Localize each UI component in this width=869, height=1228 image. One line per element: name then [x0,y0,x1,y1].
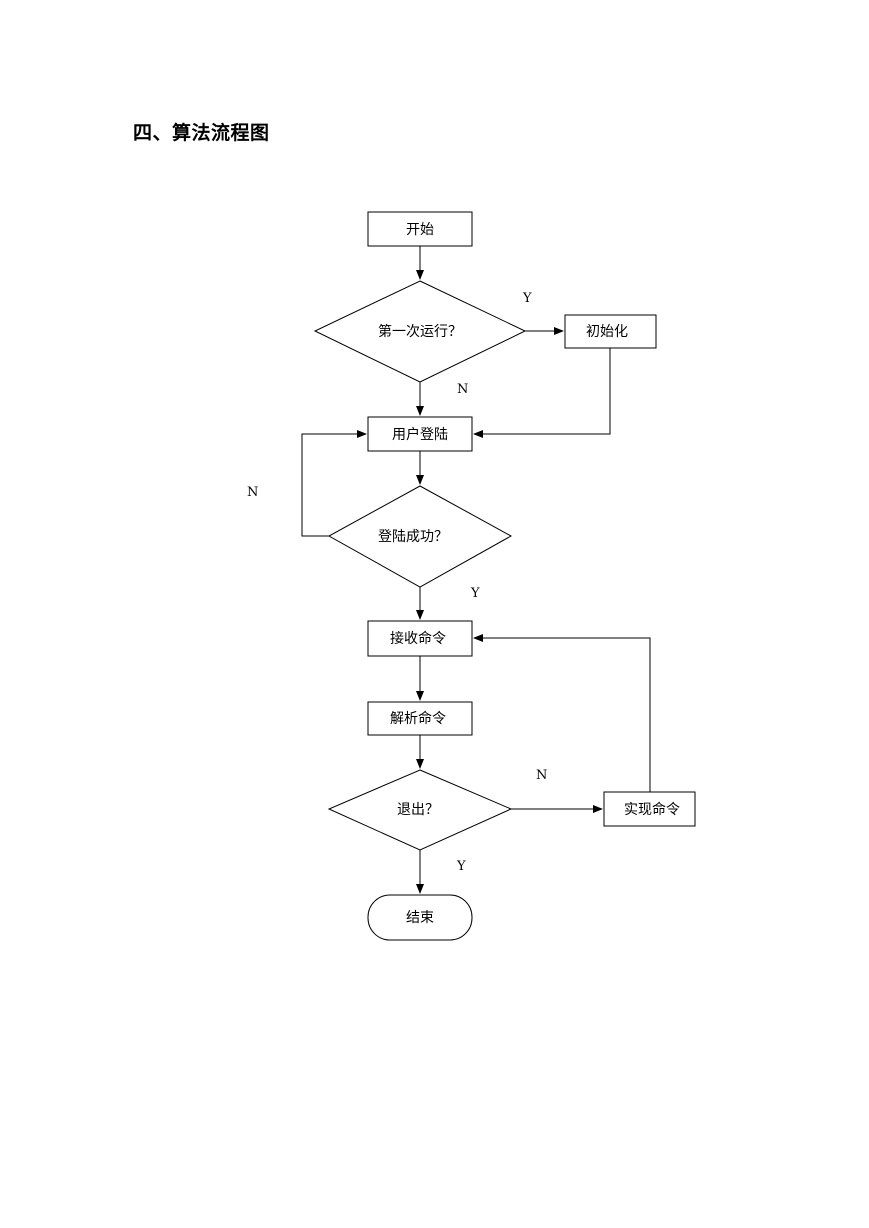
node-quit: 退出？ [327,769,513,851]
execute-box [603,791,696,827]
init-label: 初始化 [586,323,628,340]
edge-label-first-run-yes: Y [522,291,532,306]
end-terminal [367,894,473,941]
parse-label: 解析命令 [390,710,446,727]
node-init: 初始化 [564,314,657,349]
edge-label-quit-yes: Y [456,859,466,874]
node-login: 用户登陆 [367,416,473,452]
arrow-execute-to-receive [473,634,651,792]
init-box [564,314,657,349]
parse-box [367,701,473,736]
edge-label-first-run-no: N [457,382,468,397]
node-login-ok: 登陆成功？ [327,485,513,588]
arrow-init-to-login [473,348,611,438]
edge-label-login-fail: N [247,485,258,500]
receive-label: 接收命令 [390,630,446,647]
node-receive: 接收命令 [367,620,473,657]
login-label: 用户登陆 [392,426,448,443]
first-run-diamond [313,280,527,383]
node-execute: 实现命令 [603,791,696,827]
login-ok-diamond [327,485,513,588]
login-box [367,416,473,452]
edge-labels: Y N N Y N Y [247,291,547,874]
node-start: 开始 [367,211,473,247]
execute-label: 实现命令 [624,801,680,818]
edge-label-quit-no: N [536,768,547,783]
receive-box [367,620,473,657]
login-ok-label: 登陆成功？ [378,529,448,545]
start-box [367,211,473,247]
node-end: 结束 [367,894,473,941]
edge-label-login-ok-yes: Y [470,586,480,601]
first-run-label: 第一次运行？ [378,323,462,340]
arrow-login-fail-loop [301,430,367,537]
end-label: 结束 [406,910,434,926]
node-parse: 解析命令 [367,701,473,736]
node-first-run: 第一次运行？ [313,280,527,383]
quit-label: 退出？ [397,802,439,818]
start-label: 开始 [406,222,434,238]
page-title: 四、算法流程图 [133,122,270,144]
quit-diamond [327,769,513,851]
connectors [301,246,651,894]
